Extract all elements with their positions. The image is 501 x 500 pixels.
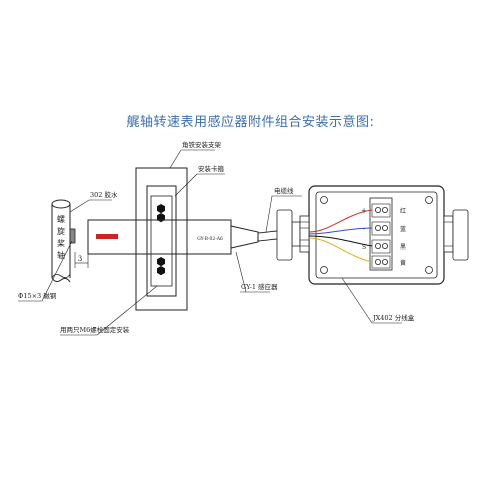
bolts-label: 用两只M6螺栓固定安装 xyxy=(60,325,130,334)
steel-label: Φ15×3 磁钢 xyxy=(18,291,57,300)
cable-label: 电缆线 xyxy=(274,186,294,195)
shaft-label-3: 桨 xyxy=(57,238,65,248)
clamp-label: 安装卡箍 xyxy=(198,164,225,173)
gap-distance-label: 3 xyxy=(78,255,82,263)
sensor-model-text: GY-B-02-A6 xyxy=(197,236,223,242)
shaft-label-2: 旋 xyxy=(57,226,65,236)
bracket-label: 角铁安装支架 xyxy=(182,140,222,149)
gap-dimension: 3 xyxy=(74,252,89,268)
wire-label-yellow: 黄 xyxy=(400,259,406,267)
sensor-label: GY-1 感应器 xyxy=(241,282,278,291)
diagram-title: 艉轴转速表用感应器附件组合安装示意图: xyxy=(126,115,375,130)
terminal-signal: S xyxy=(362,244,366,251)
terminal-minus: - xyxy=(363,225,366,233)
sensor-body: GY-B-02-A6 xyxy=(87,219,259,255)
shaft-label-1: 螺 xyxy=(57,214,65,224)
shaft-label-4: 轴 xyxy=(57,250,65,260)
angle-bracket xyxy=(135,167,188,311)
glue-label: 302 胶水 xyxy=(90,190,118,199)
propeller-shaft: 螺 旋 桨 轴 xyxy=(51,199,71,283)
wire-label-blue: 蓝 xyxy=(400,225,406,233)
wires xyxy=(308,209,373,263)
wire-label-red: 红 xyxy=(400,207,406,215)
leader-lines xyxy=(18,149,402,336)
junction-box: + - S 红 蓝 黑 黄 xyxy=(276,185,469,285)
wire-label-black: 黑 xyxy=(400,244,406,251)
jbox-label: JX402 分线盒 xyxy=(372,313,415,322)
terminal-plus: + xyxy=(361,207,367,215)
sensor-red-tip xyxy=(96,234,118,239)
magnet-steel xyxy=(69,228,76,244)
